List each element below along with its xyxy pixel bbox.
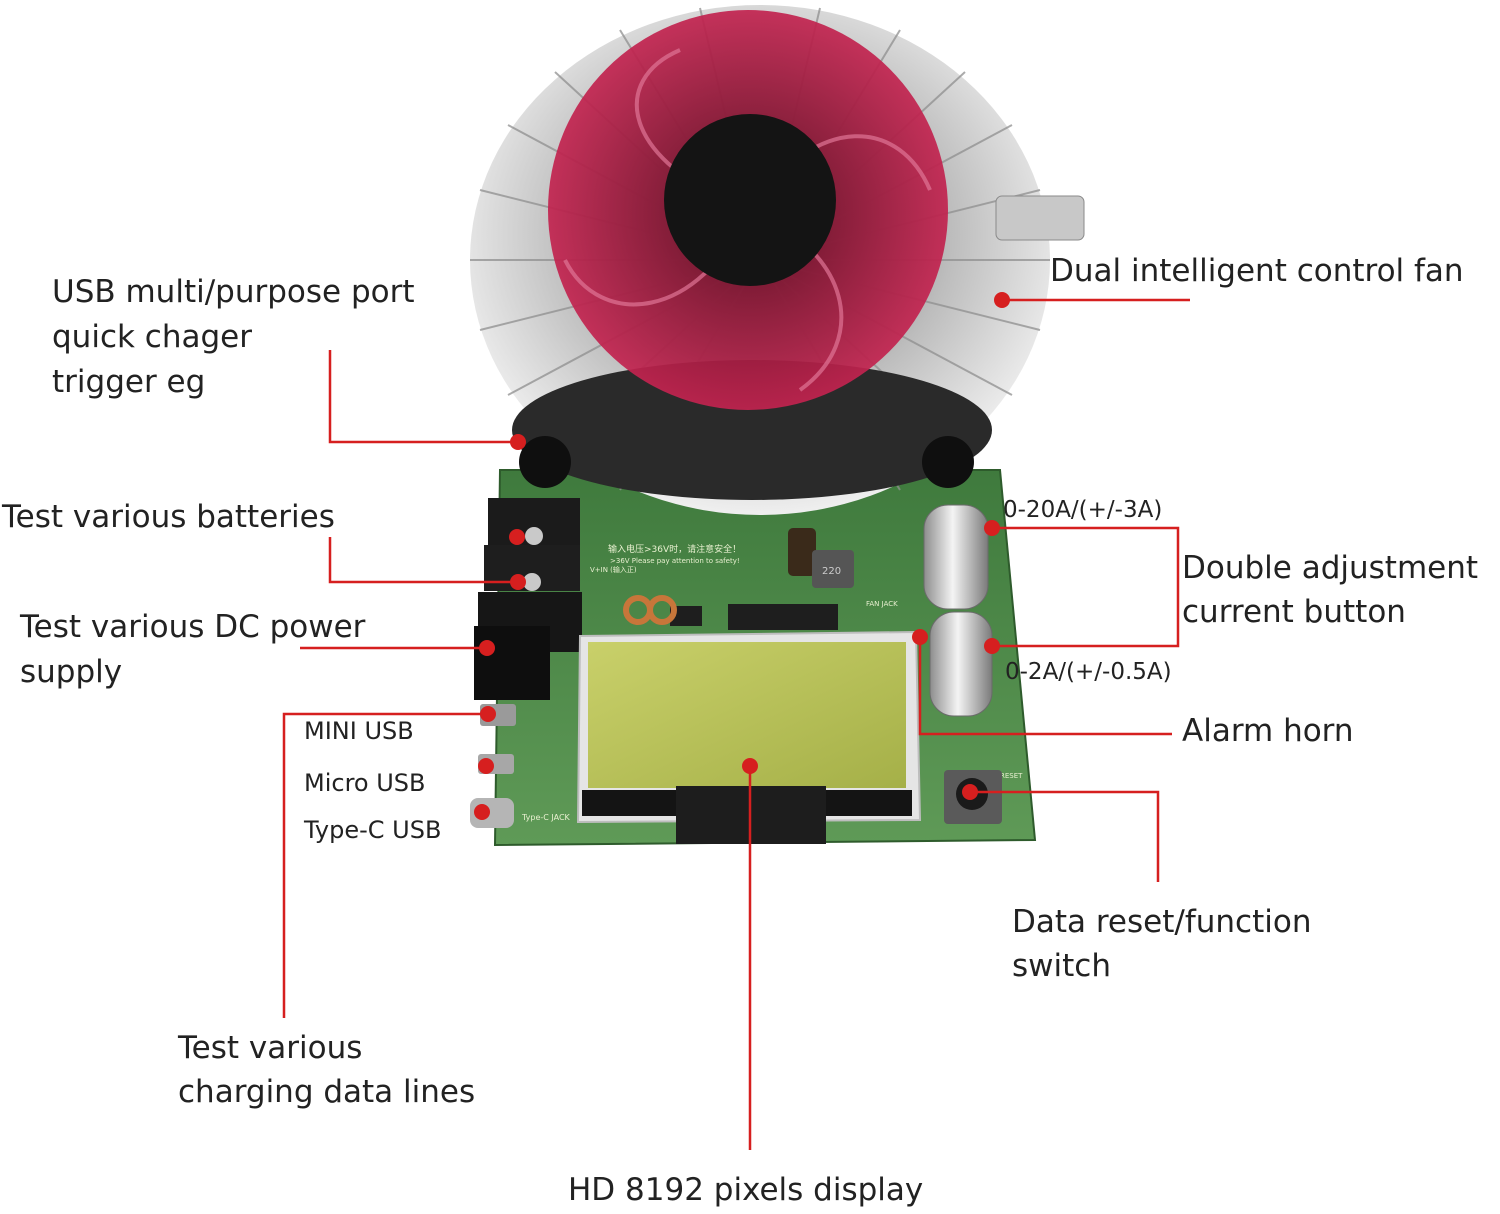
dot-usb-port <box>510 434 526 450</box>
fan-hub <box>664 114 836 286</box>
inductor <box>812 550 854 588</box>
label-data-lines-line2: charging data lines <box>178 1074 476 1110</box>
board-fan-jack-mark: FAN JACK <box>866 600 898 608</box>
dot-display <box>742 758 758 774</box>
dot-dc-power <box>479 640 495 656</box>
label-dc-power-line1: Test various DC power <box>20 609 366 645</box>
label-range-high: 0-20A/(+/-3A) <box>1003 497 1163 523</box>
dc-jack <box>474 626 550 700</box>
dot-alarm <box>912 629 928 645</box>
label-double-adjust-line2: current button <box>1182 594 1406 630</box>
label-double-adjust-line1: Double adjustment <box>1182 550 1479 586</box>
dot-micro-usb <box>478 758 494 774</box>
dot-battery-top <box>509 529 525 545</box>
label-display: HD 8192 pixels display <box>568 1172 924 1208</box>
label-data-lines-line1: Test various <box>178 1030 363 1066</box>
standoff-left <box>519 436 571 488</box>
board-reset-mark: RESET <box>1000 772 1023 780</box>
knob-high-range <box>923 504 989 610</box>
board-typec-jack-mark: Type-C JACK <box>521 813 571 822</box>
line-double-adjust <box>992 526 1180 648</box>
board-warning-en: >36V Please pay attention to safety! <box>610 557 740 565</box>
label-mini-usb: MINI USB <box>304 717 414 745</box>
label-batteries: Test various batteries <box>2 499 335 535</box>
label-reset-line1: Data reset/function <box>1012 904 1312 940</box>
label-range-low: 0-2A/(+/-0.5A) <box>1005 659 1172 685</box>
line-batteries <box>328 537 518 584</box>
knob-low-range <box>929 611 993 717</box>
line-alarm <box>918 637 1172 736</box>
terminal-screw-2 <box>523 573 541 591</box>
label-typec-usb: Type-C USB <box>304 816 442 844</box>
label-fan: Dual intelligent control fan <box>1050 253 1464 289</box>
capacitor <box>788 528 816 576</box>
label-reset-line2: switch <box>1012 948 1111 984</box>
board-vin-mark: V+IN (输入正) <box>590 565 637 574</box>
ic-chip <box>728 604 838 630</box>
line-data-lines <box>282 712 488 1018</box>
label-usb-port-line2: quick chager <box>52 319 252 355</box>
fan-bracket <box>995 195 1085 241</box>
ic-chip-small <box>670 606 702 626</box>
terminal-screw-1 <box>525 527 543 545</box>
copper-coil-right <box>647 595 677 625</box>
line-reset <box>970 790 1160 882</box>
inductor-mark: 220 <box>822 566 841 577</box>
label-usb-port-line1: USB multi/purpose port <box>52 274 415 310</box>
standoff-right <box>922 436 974 488</box>
dot-fan <box>994 292 1010 308</box>
dot-battery-bottom <box>510 574 526 590</box>
dot-knob-high <box>984 520 1000 536</box>
fan-base <box>512 360 992 500</box>
label-micro-usb: Micro USB <box>304 769 426 797</box>
dot-typec-usb <box>474 804 490 820</box>
line-usb-port <box>328 350 518 444</box>
board-warning-cn: 输入电压>36V时，请注意安全！ <box>608 543 741 555</box>
dot-mini-usb <box>480 706 496 722</box>
dot-knob-low <box>984 638 1000 654</box>
callout-dots <box>474 292 1010 820</box>
dot-reset <box>962 784 978 800</box>
label-alarm: Alarm horn <box>1182 713 1354 749</box>
device-illustration: 输入电压>36V时，请注意安全！ >36V Please pay attenti… <box>470 5 1085 847</box>
label-usb-port-line3: trigger eg <box>52 364 206 400</box>
label-dc-power-line2: supply <box>20 654 123 690</box>
callout-lines <box>282 298 1190 1150</box>
